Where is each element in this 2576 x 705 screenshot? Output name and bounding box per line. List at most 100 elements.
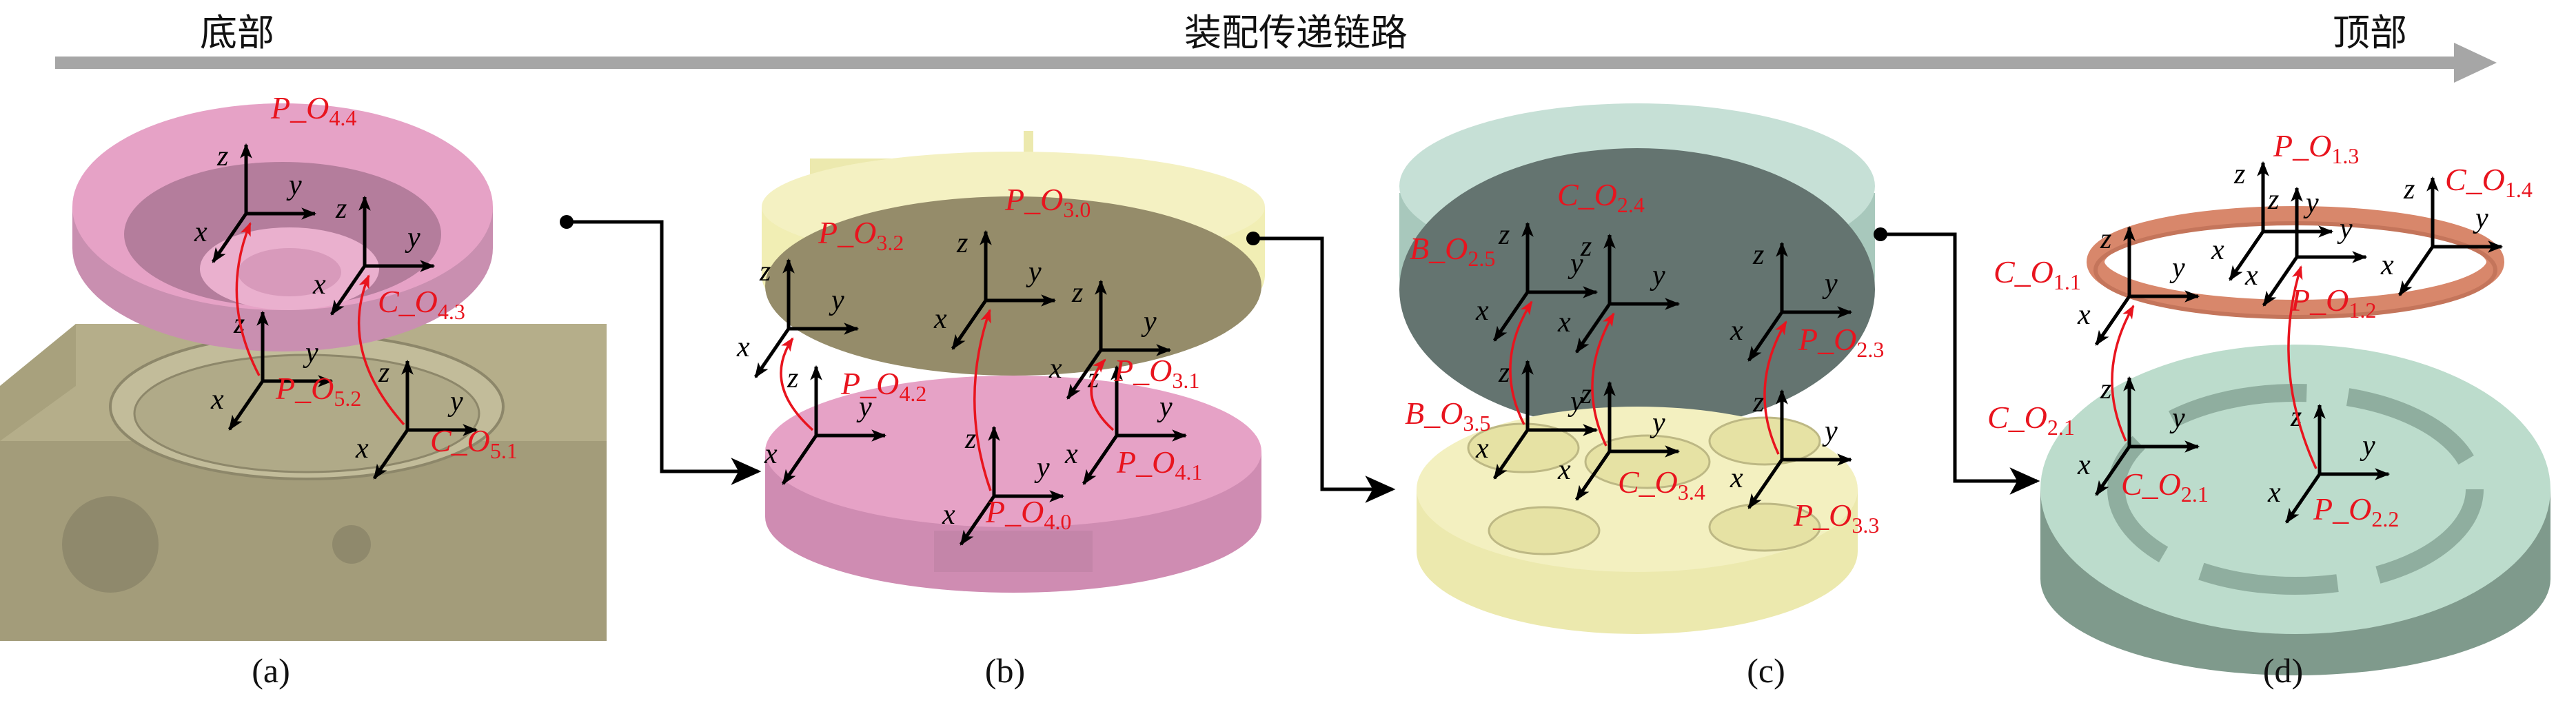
y-axis-label: y: [2169, 402, 2185, 434]
coordinate-frame: zyx: [764, 362, 887, 485]
y-axis-label: y: [2360, 430, 2375, 462]
x-axis-arrow: [1574, 303, 1612, 354]
housing-base-part: [0, 324, 607, 641]
frame-label-main: P_O: [2273, 128, 2331, 163]
frame-label: P_O4.1: [1116, 445, 1202, 484]
panel-d-parts: [2040, 206, 2550, 675]
frame-label-subscript: 1.2: [2349, 298, 2376, 323]
frame-label-main: B_O: [1405, 396, 1463, 431]
frame-label-main: P_O: [1798, 322, 1856, 357]
frame-label-subscript: 5.2: [334, 386, 361, 411]
z-axis-label: z: [2233, 159, 2245, 190]
frame-label: P_O4.0: [985, 494, 1071, 534]
x-axis-label: x: [1475, 433, 1489, 464]
y-axis-label: y: [1822, 268, 1838, 300]
x-axis-arrow: [1747, 311, 1784, 362]
coordinate-frame: zyx: [1557, 231, 1681, 354]
frame-label-main: P_O: [985, 494, 1044, 529]
frame-label: C_O2.4: [1557, 177, 1645, 217]
y-axis-label: y: [1650, 407, 1665, 439]
x-axis-arrow: [211, 212, 248, 263]
frame-label-main: P_O: [840, 366, 899, 401]
coordinate-frame: zyx: [1730, 387, 1853, 509]
frame-label-main: P_O: [2290, 283, 2349, 318]
y-axis-label: y: [1034, 452, 1050, 484]
coordinate-frame: z y x: [1730, 239, 1853, 362]
frame-label-main: C_O: [1618, 464, 1678, 500]
frame-label-subscript: 1.1: [2053, 269, 2081, 294]
x-axis-arrow: [2397, 245, 2435, 296]
x-axis-label: x: [2077, 449, 2091, 481]
x-axis-label: x: [2380, 249, 2394, 281]
frame-label-subscript: 2.1: [2181, 482, 2209, 507]
frame-label-subscript: 4.0: [1044, 509, 1071, 534]
frame-label: P_O3.0: [1004, 182, 1091, 222]
x-axis-arrow: [2262, 256, 2299, 307]
y-axis-label: y: [1157, 391, 1173, 423]
frame-label-main: P_O: [275, 371, 334, 406]
z-axis-label: z: [1498, 357, 1510, 389]
x-axis-label: x: [2244, 260, 2258, 292]
frame-label: C_O2.1: [2121, 467, 2209, 507]
z-axis-label: z: [1752, 239, 1764, 271]
y-axis-label: y: [1822, 416, 1838, 447]
frame-label-subscript: 3.3: [1852, 513, 1879, 538]
coordinate-frame: zyx: [2077, 374, 2200, 496]
frame-label: P_O4.4: [270, 90, 356, 130]
frame-label-subscript: 3.5: [1463, 411, 1490, 436]
frame-label-subscript: 2.4: [1617, 192, 1645, 217]
frame-label-subscript: 3.4: [1678, 480, 1705, 504]
x-axis-arrow: [1492, 291, 1530, 342]
z-axis-label: z: [378, 357, 389, 389]
x-axis-label: x: [1064, 438, 1078, 470]
x-axis-arrow: [951, 299, 988, 350]
transfer-arc-arrow: [1090, 358, 1115, 431]
y-axis-label: y: [2337, 213, 2353, 245]
x-axis-label: x: [764, 438, 778, 470]
header-bottom-label: 底部: [200, 11, 274, 54]
coordinate-frame: zyx: [2380, 174, 2504, 296]
frame-label-subscript: 2.1: [2047, 415, 2075, 440]
y-axis-label: y: [303, 337, 318, 369]
caption-c: (c): [1747, 651, 1785, 690]
transfer-arc-arrow: [780, 337, 814, 431]
x-axis-arrow: [329, 265, 367, 316]
x-axis-label: x: [194, 216, 207, 248]
frame-label: P_O4.2: [840, 366, 926, 406]
frame-label-main: C_O: [378, 284, 438, 319]
frame-label-subscript: 5.1: [490, 438, 518, 463]
x-axis-label: x: [1557, 307, 1571, 338]
frame-label-main: C_O: [1987, 400, 2047, 435]
x-axis-arrow: [2094, 295, 2131, 346]
frame-label: P_O2.3: [1798, 322, 1884, 362]
transfer-arc-arrow: [1591, 312, 1615, 447]
y-axis-label: y: [286, 170, 302, 201]
x-axis-arrow: [227, 380, 265, 431]
y-axis-label: y: [829, 285, 844, 316]
frame-label-subscript: 4.4: [329, 105, 356, 130]
x-axis-label: x: [1730, 315, 1743, 347]
coordinate-frame: zyx: [312, 193, 436, 316]
frame-label-subscript: 4.1: [1175, 460, 1202, 484]
frame-label-main: P_O: [818, 215, 876, 250]
transfer-arc-arrow: [235, 222, 261, 376]
connector-b-to-c: [1246, 232, 1396, 503]
frame-label-main: C_O: [1557, 177, 1617, 212]
x-axis-label: x: [736, 331, 750, 363]
frame-label-main: P_O: [1113, 353, 1172, 388]
frame-label-subscript: 1.3: [2331, 143, 2359, 168]
transfer-arc-arrow: [1509, 300, 1533, 425]
frame-label: C_O2.1: [1987, 400, 2075, 440]
x-axis-label: x: [2267, 477, 2281, 509]
x-axis-arrow: [2228, 230, 2265, 281]
frame-label-subscript: 2.5: [1468, 246, 1495, 271]
x-axis-arrow: [2094, 445, 2131, 496]
header-title: 装配传递链路: [1184, 11, 1408, 54]
caption-b: (b): [985, 651, 1025, 690]
z-axis-label: z: [1498, 219, 1510, 251]
transfer-arcs-layer: [235, 222, 2318, 491]
yellow-fixture-plate-part: [1417, 407, 1858, 634]
frame-label: P_O5.2: [275, 371, 361, 411]
